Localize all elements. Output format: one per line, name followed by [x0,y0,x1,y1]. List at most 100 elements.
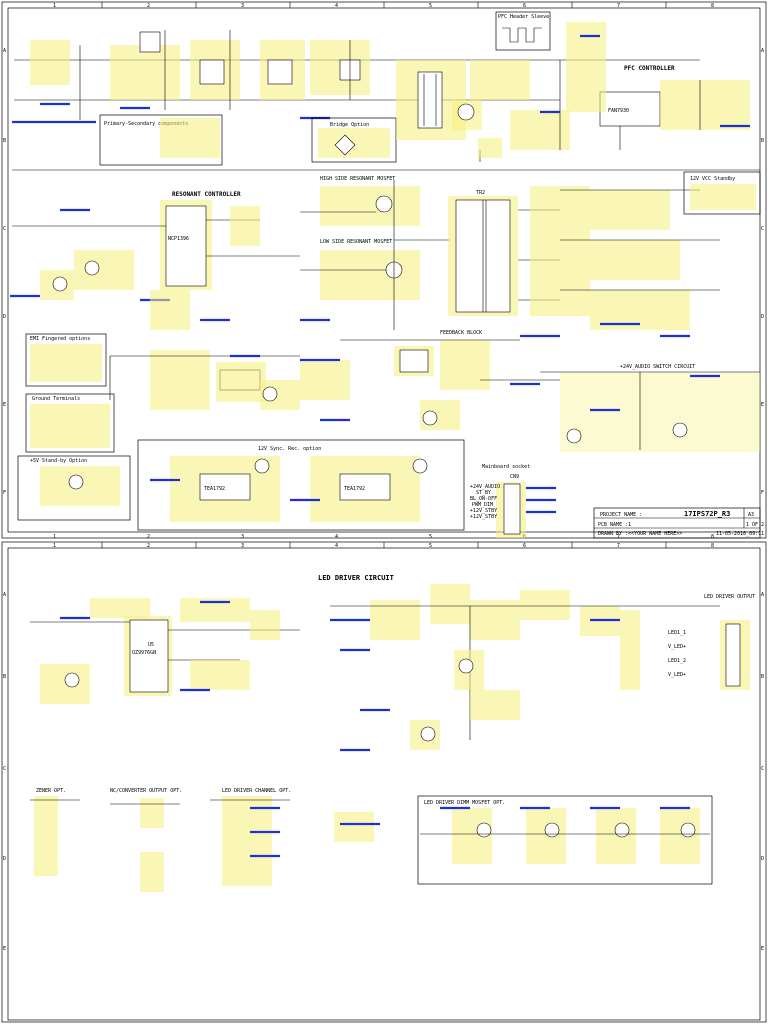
sheet-2-row-labels: A B C D E A B C D E [3,592,764,952]
boost-stage [330,584,720,752]
svg-text:1: 1 [53,534,56,540]
svg-text:D: D [3,856,6,862]
cn-pin-3: BL_ON-OFF [470,496,497,502]
mainboard-socket: Mainboard socket CN9 +24V_AUDIO ST_BY BL… [470,464,556,538]
audio-switch-label: +24V_AUDIO SWITCH CIRCUIT [620,364,695,370]
svg-text:C: C [761,766,764,772]
row-label-e: E [3,402,6,408]
col-label-3: 3 [241,3,244,9]
mainboard-socket-label: Mainboard socket [482,464,530,470]
svg-text:B: B [3,674,6,680]
row-labels: A B C D E F A B C D E F [3,48,764,496]
low-side-label: LOW SIDE RESONANT MOSFET [320,239,392,245]
led-dim-mosfet-label: LED DRIVER DIMM MOSFET OPT. [424,800,505,806]
svg-text:A: A [761,592,764,598]
secondary-rectifiers [520,186,720,338]
transformer-ref: TR2 [476,190,485,196]
col-label-8: 8 [711,3,714,9]
nc-converter-label: NC/CONVERTER OUTPUT OPT. [110,788,182,794]
sheet-number: 1 OF 2 [746,522,764,528]
ground-terminals-label: Ground Terminals [32,396,80,402]
svg-text:B: B [761,138,764,144]
bridge-option-block: Bridge Option [311,117,397,163]
output-pin-3: LED1_2 [668,658,686,664]
svg-text:F: F [761,490,764,496]
svg-text:D: D [761,856,764,862]
cn-pin-5: +12V_STBY [470,508,497,514]
svg-text:4: 4 [335,534,338,540]
low-side-mosfet-block: LOW SIDE RESONANT MOSFET [300,180,450,330]
svg-text:C: C [3,766,6,772]
sr-ic-1: TEA1792 [204,486,225,492]
led-driver-ref: U5 [148,642,154,648]
col-label-7: 7 [617,3,620,9]
output-pin-4: V_LED+ [668,672,686,678]
vcc-standby-label: 12V VCC Standby [690,176,735,182]
col-label-5: 5 [429,3,432,9]
sync-rec-label: 12V Sync. Rec. option [258,446,321,452]
row-label-f: F [3,490,6,496]
svg-text:7: 7 [617,534,620,540]
column-labels-top: 1 2 3 4 5 6 7 8 [53,2,714,9]
pfc-header-sleeve: PFC Header Sleeve [495,11,551,51]
led-output-label: LED DRIVER OUTPUT [704,594,755,600]
svg-text:8: 8 [711,534,714,540]
vcc-standby-block: 12V VCC Standby [683,171,761,215]
primary-secondary-label: Primary-Secondary components [104,121,188,127]
svg-text:2: 2 [147,543,150,549]
sync-rec-option-block: 12V Sync. Rec. option TEA1792 TEA1792 [137,439,465,531]
sr-ic-2: TEA1792 [344,486,365,492]
standby-option-block: +5V Stand-by Option [17,455,131,521]
col-label-4: 4 [335,3,338,9]
svg-text:B: B [761,674,764,680]
svg-text:4: 4 [335,543,338,549]
mainboard-connector-ref: CN9 [510,474,519,480]
cn-pin-6: +12V_STBY [470,514,497,520]
project-label: PROJECT NAME : [600,512,642,518]
svg-text:A: A [761,48,764,54]
led-driver-title: LED DRIVER CIRCUIT [318,574,394,582]
led-dim-mosfet-block: LED DRIVER DIMM MOSFET OPT. [417,795,713,885]
col-label-6: 6 [523,3,526,9]
col-label-1: 1 [53,3,56,9]
center-option-block [334,812,380,842]
row-label-b: B [3,138,6,144]
svg-text:2: 2 [147,534,150,540]
pfc-controller-block: PFC CONTROLLER FAN7930 [510,22,750,150]
output-pin-1: LED1_1 [668,630,686,636]
feedback-block: FEEDBACK BLOCK [300,330,560,430]
row-label-c: C [3,226,6,232]
row-label-d: D [3,314,6,320]
title-block: PROJECT NAME : 17IPS72P_R3 A3 PCB NAME :… [593,507,764,539]
sheet-2-column-labels: 1 2 3 4 5 6 7 8 [53,542,714,549]
pfc-controller-label: PFC CONTROLLER [624,65,675,72]
led-channel-label: LED DRIVER CHANNEL OPT. [222,788,291,794]
resonant-controller-label: RESONANT CONTROLLER [172,191,241,198]
svg-text:D: D [761,314,764,320]
resonant-ic-name: NCP1396 [168,236,189,242]
row-label-a: A [3,48,6,54]
cn-pin-1: +24V_AUDIO [470,484,500,490]
drawing-date: 11-05-2016_09:11 [716,531,764,537]
col-label-2: 2 [147,3,150,9]
output-pin-2: V_LED+ [668,644,686,650]
led-driver-output-block: LED DRIVER OUTPUT LED1_1 V_LED+ LED1_2 V… [620,594,755,690]
led-channel-option-block: LED DRIVER CHANNEL OPT. [210,788,291,886]
bridge-option-label: Bridge Option [330,122,369,128]
feedback-label: FEEDBACK BLOCK [440,330,482,336]
emi-options-label: EMI Fingered options [30,336,90,342]
led-driver-ic: OZ9976GN [132,650,156,656]
svg-text:E: E [761,402,764,408]
svg-text:E: E [761,946,764,952]
high-side-mosfet-block: HIGH SIDE RESONANT MOSFET [300,176,420,226]
zener-option-block: ZENER OPT. [30,788,80,876]
main-transformer: TR2 [448,190,560,316]
sheet-2-canvas: 1 2 3 4 5 6 7 8 A B C D E A B C D E LED … [1,541,767,1023]
high-side-label: HIGH SIDE RESONANT MOSFET [320,176,395,182]
emi-fingered-options: EMI Fingered options [25,333,107,387]
audio-switch-block: +24V_AUDIO SWITCH CIRCUIT [540,364,760,452]
pfc-ic-name: FAN7930 [608,108,629,114]
led-driver-block: LED DRIVER CIRCUIT U5 OZ9976GN [30,574,394,704]
ground-terminals: Ground Terminals [25,393,115,453]
svg-text:8: 8 [711,543,714,549]
